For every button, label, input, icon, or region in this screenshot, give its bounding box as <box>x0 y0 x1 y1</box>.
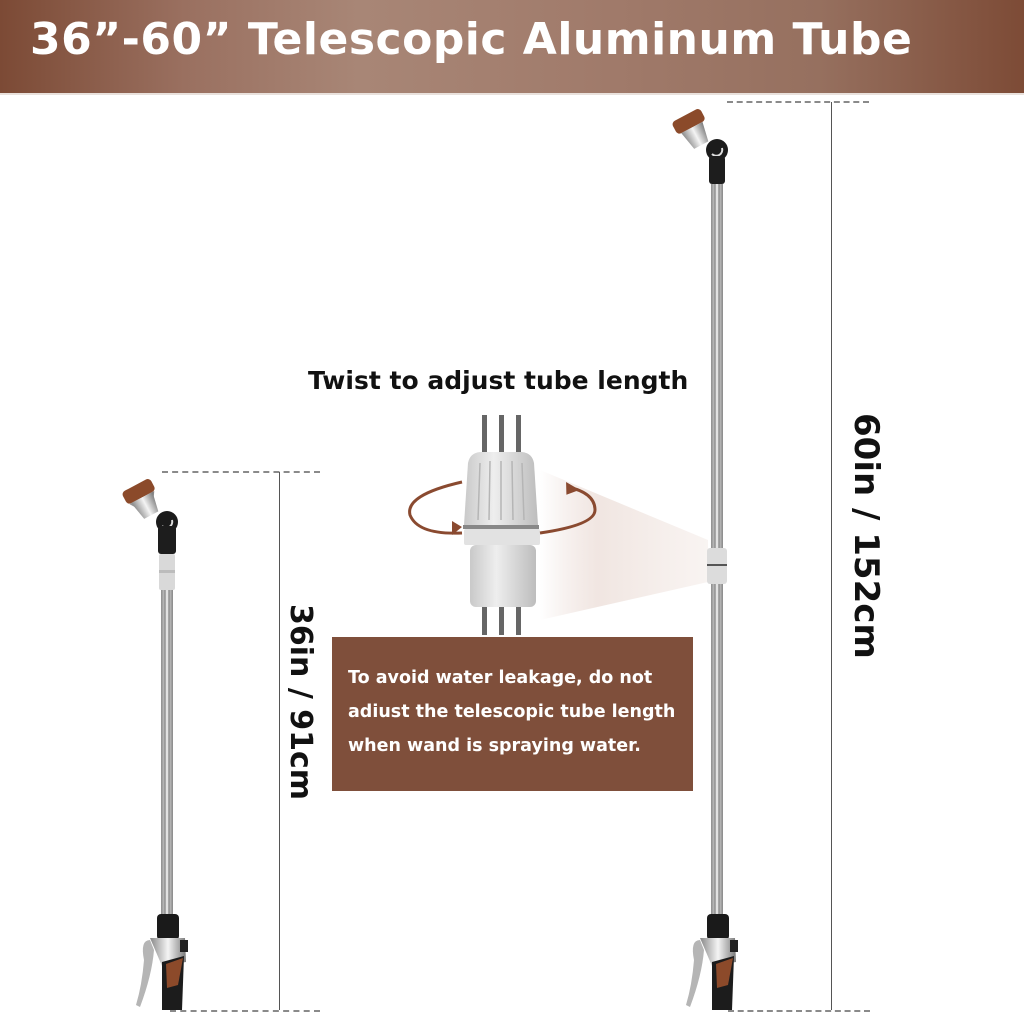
warning-note-line-2: adiust the telescopic tube length <box>348 702 676 722</box>
banner-divider <box>0 93 1024 95</box>
twist-instruction-title: Twist to adjust tube length <box>308 366 689 395</box>
warning-note: To avoid water leakage, do not adiust th… <box>332 637 693 791</box>
warning-note-line-3: when wand is spraying water. <box>348 736 641 756</box>
long-wand-spray-head <box>672 109 709 149</box>
banner-title: 36”-60” Telescopic Aluminum Tube <box>30 14 913 65</box>
long-wand-dimension-line <box>831 102 832 1010</box>
short-wand-dimension-line <box>279 472 280 1010</box>
tube-joint-detail <box>408 415 597 635</box>
long-wand-illustration <box>672 109 738 1010</box>
long-wand-bottom-guide <box>728 1010 870 1012</box>
short-wand-illustration <box>122 479 188 1010</box>
short-wand-bottom-guide <box>170 1010 320 1012</box>
title-banner: 36”-60” Telescopic Aluminum Tube <box>0 0 1024 93</box>
rotate-arrow-icon <box>408 480 463 535</box>
warning-note-line-1: To avoid water leakage, do not <box>348 668 653 688</box>
long-wand-top-guide <box>727 101 869 103</box>
short-wand-top-guide <box>162 471 320 473</box>
short-wand-spray-head <box>122 479 159 519</box>
